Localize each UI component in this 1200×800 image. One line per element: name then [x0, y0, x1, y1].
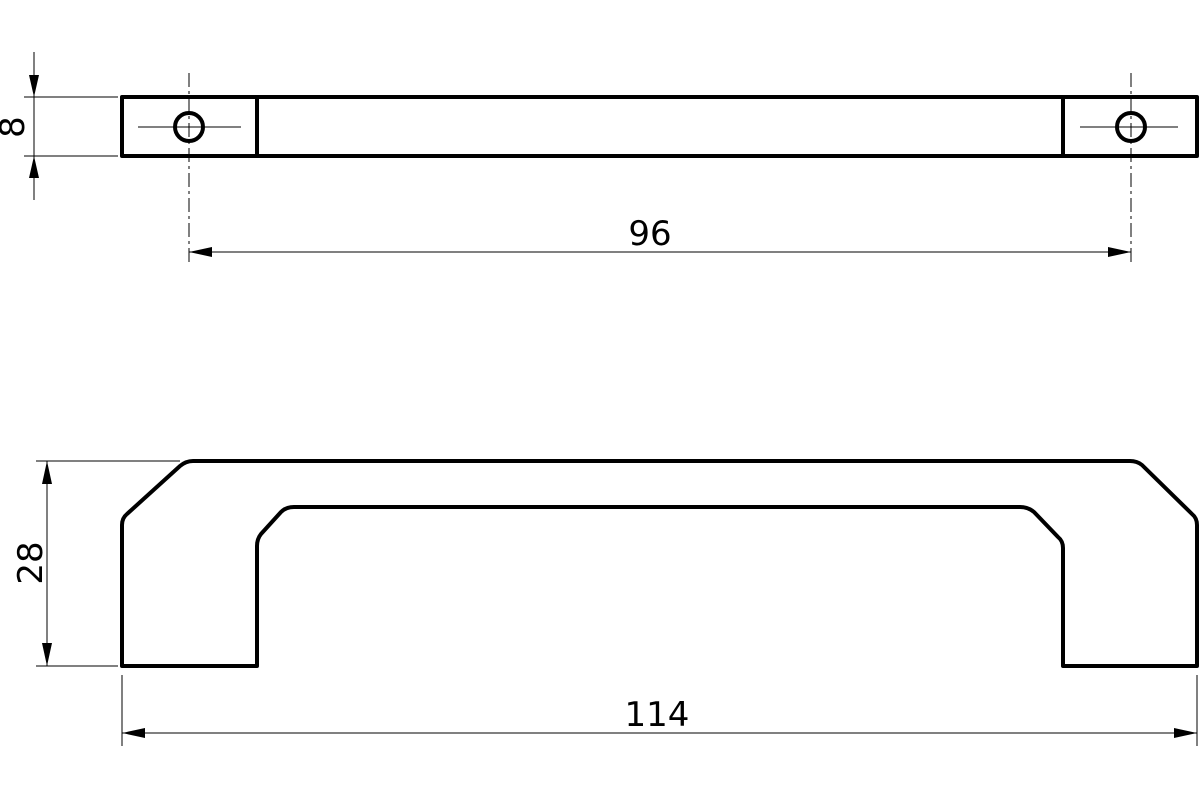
dimension-arrow — [42, 643, 52, 666]
dimension-label-96: 96 — [628, 214, 671, 254]
dimension-label-8: 8 — [0, 116, 33, 138]
dimension-label-28: 28 — [11, 541, 51, 584]
dimension-arrow — [1108, 247, 1131, 257]
top-height-dimension: 8 — [0, 52, 118, 200]
dimension-arrow — [1174, 728, 1197, 738]
side-height-dimension: 28 — [11, 460, 180, 667]
top-view: 8 96 — [0, 52, 1199, 264]
dimension-arrow — [42, 461, 52, 484]
dimension-arrow — [189, 247, 212, 257]
hole-spacing-dimension: 96 — [189, 214, 1131, 257]
dimension-arrow — [29, 156, 39, 178]
overall-length-dimension: 114 — [121, 675, 1198, 746]
dimension-arrow — [29, 75, 39, 97]
dimension-arrow — [122, 728, 145, 738]
handle-profile-outline — [120, 459, 1199, 668]
side-view: 28 114 — [11, 459, 1199, 746]
dimension-label-114: 114 — [625, 695, 690, 735]
top-view-outline — [120, 95, 1199, 158]
